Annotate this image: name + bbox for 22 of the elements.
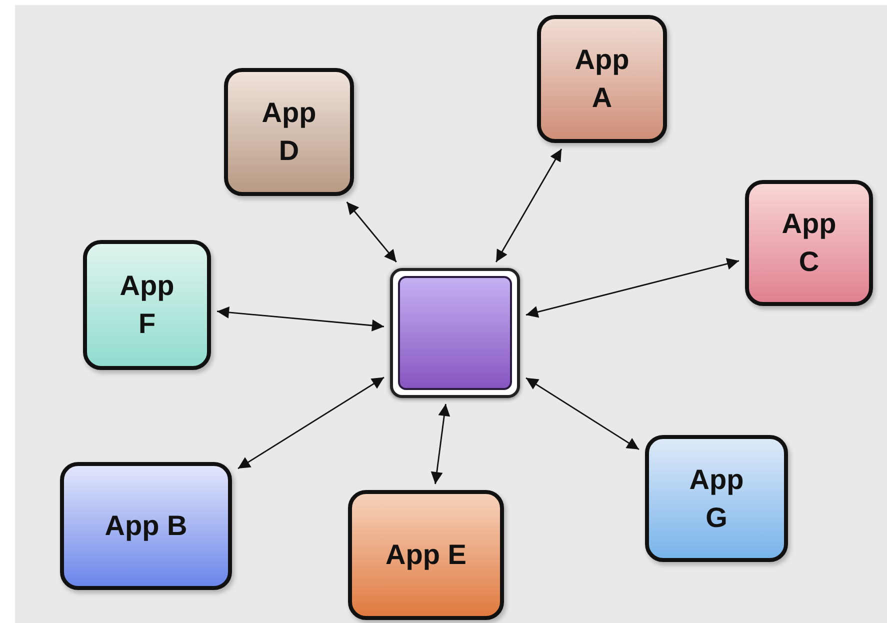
node-label: App E (384, 538, 468, 572)
node-label: App B (104, 509, 188, 544)
app-box (745, 180, 873, 306)
double-arrow (346, 202, 397, 262)
hub-box (390, 268, 520, 398)
app-box (537, 15, 667, 143)
double-arrow (430, 404, 450, 484)
node-label: App C (780, 207, 838, 279)
app-box (83, 240, 211, 370)
app-box (645, 435, 788, 562)
app-box (224, 68, 354, 196)
double-arrow (526, 377, 640, 450)
node-label: App D (260, 96, 318, 168)
double-arrow (495, 148, 562, 262)
app-box (60, 462, 232, 590)
node-label: App F (118, 269, 176, 341)
node-label: App G (688, 462, 745, 534)
double-arrow (238, 376, 384, 470)
app-box (348, 490, 504, 620)
node-label: App A (574, 43, 630, 115)
double-arrow (216, 306, 384, 332)
double-arrow (526, 258, 740, 318)
